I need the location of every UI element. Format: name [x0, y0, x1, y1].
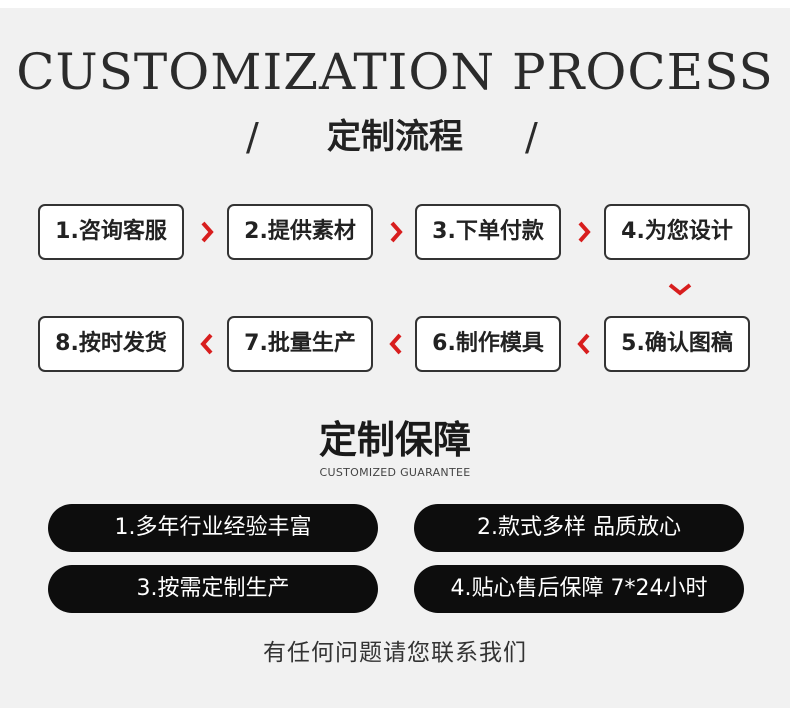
guarantee-item-experience: 1.多年行业经验丰富 [48, 504, 378, 552]
chevron-left-icon [577, 332, 591, 356]
chevron-left-icon [200, 332, 214, 356]
step-make-mold: 6.制作模具 [415, 316, 561, 372]
chevron-right-icon [200, 220, 214, 244]
step-provide-materials: 2.提供素材 [227, 204, 373, 260]
guarantee-subtitle: CUSTOMIZED GUARANTEE [319, 466, 471, 479]
guarantee-item-variety-quality: 2.款式多样 品质放心 [414, 504, 744, 552]
guarantee-title: 定制保障 [318, 418, 471, 462]
chevron-down-icon [667, 282, 693, 296]
step-ship-on-time: 8.按时发货 [38, 316, 184, 372]
contact-us-text: 有任何问题请您联系我们 [263, 640, 527, 666]
chevron-right-icon [577, 220, 591, 244]
right-slash: / [525, 115, 538, 159]
guarantee-item-after-sales: 4.贴心售后保障 7*24小时 [414, 565, 744, 613]
step-consult-service: 1.咨询客服 [38, 204, 184, 260]
chevron-right-icon [389, 220, 403, 244]
page-title-en: CUSTOMIZATION PROCESS [16, 43, 774, 101]
page-title-cn: 定制流程 [327, 117, 463, 157]
step-confirm-draft: 5.确认图稿 [604, 316, 750, 372]
left-slash: / [246, 115, 259, 159]
guarantee-item-custom-production: 3.按需定制生产 [48, 565, 378, 613]
chevron-left-icon [389, 332, 403, 356]
subtitle-row: / 定制流程 / [0, 112, 790, 162]
step-place-order: 3.下单付款 [415, 204, 561, 260]
step-mass-production: 7.批量生产 [227, 316, 373, 372]
step-design: 4.为您设计 [604, 204, 750, 260]
